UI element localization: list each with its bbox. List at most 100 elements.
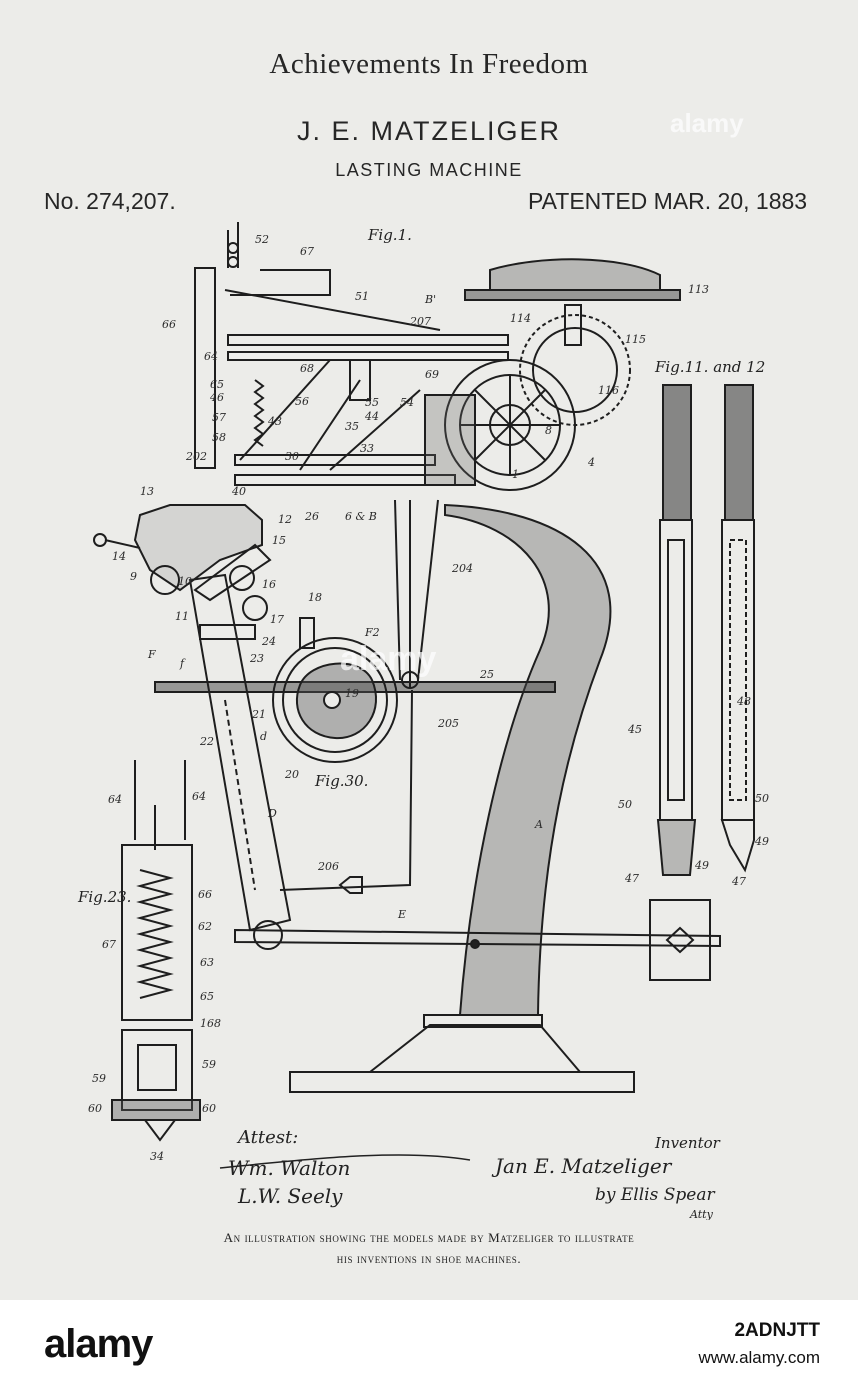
part-label: 51 [355, 290, 369, 303]
part-label: 15 [272, 534, 286, 547]
patent-drawing: Fig.1. Fig.11. and 12 Fig.30. Fig.23. 52… [77, 222, 769, 1220]
attest-signature: Attest: [236, 1127, 298, 1148]
watermark-center: alamy [340, 640, 437, 678]
site-url[interactable]: www.alamy.com [698, 1348, 820, 1367]
caption-line-2: his inventions in shoe machines. [336, 1251, 522, 1266]
part-label: 55 [365, 396, 379, 409]
part-label: 48 [736, 695, 751, 708]
part-label: 113 [688, 283, 709, 296]
tool-fig11 [662, 384, 692, 521]
part-label: 205 [437, 717, 459, 730]
fig1-title: Fig.1. [367, 226, 412, 244]
fig23-title: Fig.23. [77, 888, 131, 906]
part-label: 207 [409, 315, 431, 328]
alamy-logo[interactable]: alamy [44, 1322, 153, 1366]
patent-page: Achievements In Freedom J. E. MATZELIGER… [44, 48, 808, 1266]
book-title: Achievements In Freedom [269, 48, 589, 80]
part-label: 33 [360, 442, 374, 455]
part-label: 6 & B [345, 510, 377, 523]
part-label: F [147, 648, 156, 661]
part-label: 35 [345, 420, 359, 433]
part-label: 65 [210, 378, 224, 391]
part-label: 8 [545, 424, 552, 437]
part-label: 49 [754, 835, 769, 848]
part-label: 56 [295, 395, 309, 408]
witness-signature-2: L.W. Seely [237, 1184, 343, 1208]
part-label: 19 [345, 687, 359, 700]
inventor-label: Inventor [654, 1134, 721, 1152]
part-label: 66 [198, 888, 212, 901]
part-label: 57 [212, 411, 226, 424]
part-label: 25 [479, 668, 494, 681]
witness-signature-1: Wm. Walton [228, 1156, 350, 1180]
part-label: 67 [102, 938, 116, 951]
part-label: 116 [598, 384, 619, 397]
part-label: 60 [202, 1102, 216, 1115]
image-id: 2ADNJTT [734, 1320, 820, 1341]
part-label: 67 [300, 245, 314, 258]
patent-date: PATENTED MAR. 20, 1883 [528, 188, 808, 214]
part-label: 46 [209, 391, 224, 404]
part-label: 168 [200, 1017, 221, 1030]
part-label: 26 [304, 510, 319, 523]
part-label: A [534, 818, 543, 831]
part-label: 30 [285, 450, 299, 463]
part-label: 43 [267, 415, 282, 428]
part-label: E [397, 908, 406, 921]
part-label: f [179, 657, 186, 670]
part-label: 204 [451, 562, 473, 575]
part-label: 49 [694, 859, 709, 872]
inventor-signature: Jan E. Matzeliger [491, 1154, 673, 1178]
part-label: 21 [251, 708, 266, 721]
fig11-title: Fig.11. and 12 [654, 358, 765, 376]
pulley-113 [489, 258, 661, 291]
part-label: 17 [270, 613, 284, 626]
attorney-signature: by Ellis Spear [595, 1185, 715, 1205]
part-label: 1 [512, 468, 519, 481]
patent-number: No. 274,207. [44, 188, 176, 214]
arm-d [188, 573, 292, 932]
rod-25 [154, 681, 556, 693]
part-label: 58 [212, 431, 226, 444]
part-label: 115 [625, 333, 646, 346]
part-label: D [267, 807, 277, 820]
part-label: 65 [200, 990, 214, 1003]
part-label: 202 [185, 450, 207, 463]
part-label: d [260, 730, 267, 743]
part-label: 24 [261, 635, 276, 648]
base-pedestal [369, 1024, 581, 1073]
part-label: 44 [364, 410, 379, 423]
part-label: 66 [162, 318, 176, 331]
part-label: 59 [202, 1058, 216, 1071]
piston-fig23 [121, 844, 193, 1021]
part-label: 47 [731, 875, 746, 888]
part-label: 64 [108, 793, 122, 806]
part-label: 23 [249, 652, 264, 665]
shoe-holder [133, 504, 263, 592]
part-label: F2 [364, 626, 380, 639]
part-label: 68 [300, 362, 314, 375]
part-label: 60 [88, 1102, 102, 1115]
part-label: 69 [425, 368, 439, 381]
fig30-title: Fig.30. [314, 772, 368, 790]
part-label: 11 [175, 610, 189, 623]
part-label: 47 [624, 872, 639, 885]
part-label: 62 [198, 920, 212, 933]
part-label: 22 [199, 735, 214, 748]
part-label: 54 [400, 396, 414, 409]
part-label: 45 [627, 723, 642, 736]
part-label: 34 [150, 1150, 164, 1163]
machine-base [289, 1071, 635, 1093]
part-label: 64 [204, 350, 218, 363]
part-label: 50 [755, 792, 769, 805]
part-label: 4 [587, 456, 595, 469]
part-label: 64 [192, 790, 206, 803]
counterweight [649, 899, 711, 981]
part-label: 206 [317, 860, 339, 873]
part-label: 59 [92, 1072, 106, 1085]
part-label: 18 [308, 591, 322, 604]
part-label: 63 [200, 956, 214, 969]
part-label: B' [424, 293, 436, 306]
part-label: 13 [140, 485, 154, 498]
part-label: 16 [262, 578, 276, 591]
